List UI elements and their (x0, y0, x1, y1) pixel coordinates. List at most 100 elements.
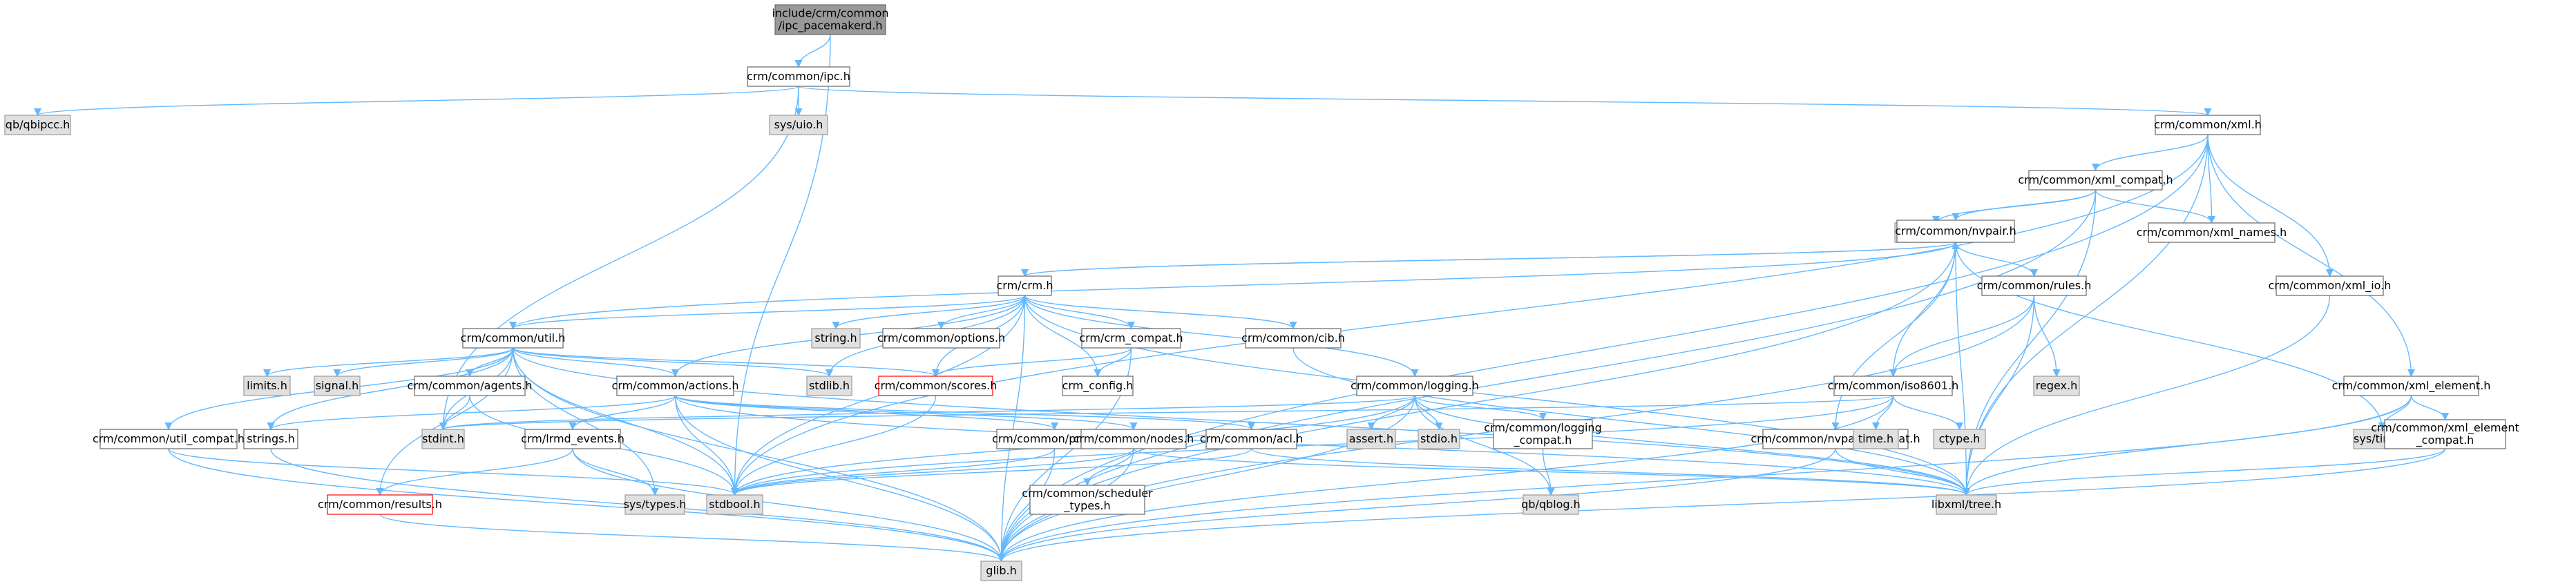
node-ipc-box (747, 66, 850, 87)
node-agents-label-0: crm/common/agents.h (408, 379, 533, 392)
node-xmlcompat[interactable]: crm/common/xml_compat.h (2018, 170, 2173, 191)
node-loggingcompat[interactable]: crm/common/logging_compat.h (1484, 419, 1602, 449)
node-libxmltree-box (1936, 494, 1997, 515)
node-regex: regex.h (2033, 376, 2080, 396)
edge-rules-to-libxmltree (1962, 295, 2035, 496)
node-xmlnames[interactable]: crm/common/xml_names.h (2137, 222, 2287, 243)
node-nvpair[interactable]: crm/common/nvpair.h (1895, 220, 2016, 243)
edge-actions-to-stdbool (674, 395, 739, 496)
node-utilcompat[interactable]: crm/common/util_compat.h (93, 429, 245, 449)
edge-crm-to-crmconfig (1024, 295, 1102, 378)
edge-xml-to-xmlnames (2207, 134, 2216, 224)
edge-nvpaircompat-to-libxmltree (1835, 448, 1971, 496)
node-options-box (882, 328, 1000, 349)
node-xmlelementcompat-label-1: _compat.h (2416, 434, 2474, 447)
node-acl-box (1205, 429, 1297, 449)
node-util-label-0: crm/common/util.h (461, 331, 566, 344)
node-stdlib-box (806, 376, 852, 396)
node-rules[interactable]: crm/common/rules.h (1977, 275, 2092, 296)
node-crmconfig-box (1062, 376, 1134, 396)
edge-util-to-stdbool (512, 347, 739, 496)
edge-util-to-stringsh (267, 347, 514, 431)
node-cib[interactable]: crm/common/cib.h (1241, 328, 1345, 349)
node-lrmdevents-label-0: crm/lrmd_events.h (521, 432, 624, 446)
edge-iso8601-to-stdint (439, 395, 1894, 431)
node-crmcompat-label-0: crm/crm_compat.h (1079, 331, 1183, 345)
node-nodes-label-0: crm/common/nodes.h (1074, 432, 1194, 445)
node-root-label-1: /ipc_pacemakerd.h (779, 19, 883, 33)
node-stringh: string.h (811, 328, 861, 349)
node-stdbool: stdbool.h (706, 494, 763, 515)
node-xmlelementcompat[interactable]: crm/common/xml_element_compat.h (2371, 419, 2519, 449)
node-stdbool-box (706, 494, 763, 515)
node-actions[interactable]: crm/common/actions.h (612, 376, 739, 396)
node-acl[interactable]: crm/common/acl.h (1200, 429, 1303, 449)
node-limits-label-0: limits.h (247, 379, 287, 392)
node-stringsh[interactable]: strings.h (243, 429, 298, 449)
node-sysuio: sys/uio.h (769, 115, 828, 135)
node-stdio-box (1418, 429, 1460, 449)
edge-root-to-ipc (794, 34, 831, 68)
node-crmcompat[interactable]: crm/crm_compat.h (1079, 328, 1183, 349)
node-lrmdevents-box (524, 429, 621, 449)
edge-lrmdevents-to-glib (572, 448, 1006, 563)
node-xmlio[interactable]: crm/common/xml_io.h (2269, 275, 2392, 296)
edge-crm-to-cib (1024, 295, 1297, 330)
edge-logging-to-stdint (439, 395, 1415, 431)
edge-nvpair-to-systime (1955, 242, 2387, 431)
node-actions-label-0: crm/common/actions.h (612, 379, 739, 392)
node-ipc[interactable]: crm/common/ipc.h (747, 66, 850, 87)
node-xml[interactable]: crm/common/xml.h (2154, 115, 2262, 135)
node-schedulertypes[interactable]: crm/common/scheduler_types.h (1022, 485, 1153, 515)
edge-util-to-glib (512, 347, 1006, 563)
node-lrmdevents[interactable]: crm/lrmd_events.h (521, 429, 624, 449)
node-timeh: time.h (1853, 429, 1899, 449)
node-xmlelement[interactable]: crm/common/xml_element.h (2332, 376, 2491, 396)
node-crmconfig[interactable]: crm_config.h (1062, 376, 1134, 396)
node-root-label-0: include/crm/common (772, 7, 888, 20)
node-xmlelementcompat-box (2384, 419, 2506, 449)
node-stdbool-label-0: stdbool.h (709, 498, 760, 511)
node-signal: signal.h (314, 376, 361, 396)
node-options[interactable]: crm/common/options.h (877, 328, 1005, 349)
edge-crm-to-glib (997, 295, 1026, 563)
node-asserth-label-0: assert.h (1349, 432, 1393, 445)
edge-iso8601-to-stdbool (731, 395, 1894, 496)
node-actions-box (616, 376, 734, 396)
node-crm[interactable]: crm/crm.h (997, 275, 1053, 296)
node-ipc-label-0: crm/common/ipc.h (747, 70, 850, 83)
edge-crm-to-logging (1024, 295, 1419, 378)
node-libxmltree-label-0: libxml/tree.h (1931, 498, 2001, 511)
edge-logging-to-qblog (1414, 395, 1555, 496)
edge-root-to-stdbool (730, 34, 831, 496)
node-crmconfig-label-0: crm_config.h (1062, 379, 1134, 393)
node-sysuio-label-0: sys/uio.h (774, 118, 823, 131)
node-xmlio-box (2276, 275, 2384, 296)
node-systypes: sys/types.h (624, 494, 686, 515)
edge-crm-to-libxmltree (1024, 295, 1971, 496)
node-qbipcc: qb/qbipcc.h (4, 115, 71, 135)
node-util[interactable]: crm/common/util.h (461, 328, 566, 349)
edge-logging-to-asserth (1367, 395, 1415, 431)
node-stdio-label-0: stdio.h (1420, 432, 1458, 445)
node-stringsh-box (243, 429, 298, 449)
node-iso8601[interactable]: crm/common/iso8601.h (1828, 376, 1959, 396)
node-logging-label-0: crm/common/logging.h (1351, 379, 1479, 392)
edge-actions-to-acl (674, 395, 1255, 431)
node-results[interactable]: crm/common/results.h (318, 494, 442, 515)
edge-ipc-to-xml (798, 86, 2211, 117)
node-stringsh-label-0: strings.h (247, 432, 295, 445)
edge-logging-to-glib (997, 395, 1415, 563)
node-nodes[interactable]: crm/common/nodes.h (1074, 429, 1194, 449)
node-logging[interactable]: crm/common/logging.h (1351, 376, 1479, 396)
node-root[interactable]: include/crm/common/ipc_pacemakerd.h (772, 4, 889, 35)
node-options-label-0: crm/common/options.h (877, 331, 1005, 344)
edge-util-to-nvpair (512, 241, 1960, 329)
node-agents[interactable]: crm/common/agents.h (408, 376, 533, 396)
node-scores[interactable]: crm/common/scores.h (875, 376, 998, 396)
node-util-box (462, 328, 564, 349)
edge-nvpaircompat-to-glib (998, 448, 1836, 563)
edge-utilcompat-to-stdbool (168, 448, 738, 496)
node-timeh-label-0: time.h (1858, 432, 1893, 445)
node-xmlnames-box (2148, 222, 2276, 243)
